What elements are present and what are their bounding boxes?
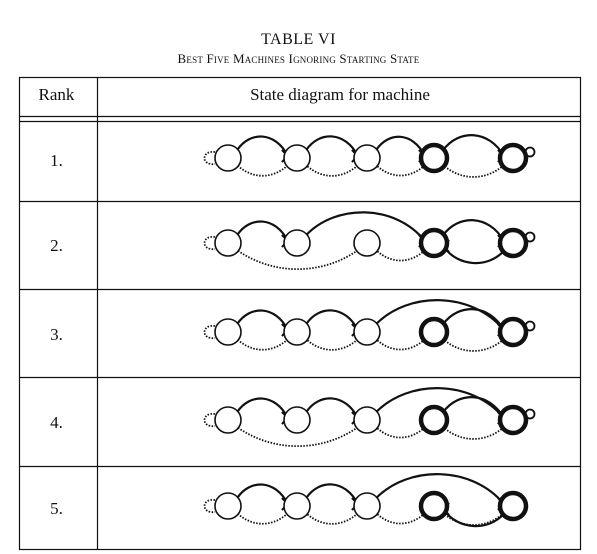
transition-arc-dotted — [375, 164, 426, 177]
transition-arc-dotted — [442, 164, 505, 178]
transition-arc-solid — [305, 309, 359, 331]
state-node — [353, 492, 381, 520]
self-loop-dotted — [203, 325, 216, 339]
transition-arc-solid — [236, 135, 289, 157]
transition-arc-solid — [236, 483, 289, 505]
rank-cell-4: 4. — [50, 413, 63, 432]
state-node — [353, 318, 381, 346]
header-rank: Rank — [38, 85, 75, 104]
table-number: TABLE VI — [261, 31, 336, 48]
rank-cell-3: 3. — [50, 325, 63, 344]
transition-arc-dotted — [375, 338, 426, 351]
self-loop-dotted — [203, 499, 216, 513]
transition-arc-solid — [305, 135, 359, 157]
rank-cell-5: 5. — [50, 499, 63, 518]
accepting-state — [497, 227, 529, 259]
transition-arc-dotted — [442, 338, 505, 352]
self-loop-dotted — [203, 151, 216, 165]
accepting-state — [418, 227, 450, 259]
transition-arc-dotted — [442, 426, 505, 440]
transition-arc-dotted — [305, 512, 359, 525]
transition-arc-dotted — [305, 338, 359, 351]
table-title: Best Five Machines Ignoring Starting Sta… — [177, 51, 420, 66]
transition-arc-solid — [375, 473, 505, 505]
transition-arc-solid — [442, 396, 505, 419]
transition-arc-dotted — [236, 249, 359, 271]
state-node — [214, 492, 242, 520]
rank-cell-1: 1. — [50, 151, 63, 170]
transition-arc-dotted — [236, 512, 289, 525]
transition-arc-solid — [236, 397, 289, 419]
transition-arc-solid — [375, 299, 505, 331]
state-node — [283, 492, 311, 520]
accepting-state — [418, 316, 450, 348]
state-node — [214, 144, 242, 172]
accepting-state — [497, 142, 529, 174]
self-loop-dotted — [203, 413, 216, 427]
state-node — [214, 318, 242, 346]
transition-arc-solid — [442, 508, 505, 528]
accepting-state — [418, 490, 450, 522]
transition-arc-solid — [442, 134, 505, 157]
accepting-state — [497, 490, 529, 522]
transition-arc-dotted — [375, 426, 426, 439]
state-node — [283, 144, 311, 172]
transition-arc-dotted — [305, 164, 359, 177]
header-state-diagram: State diagram for machine — [250, 85, 430, 104]
accepting-state — [497, 404, 529, 436]
transition-arc-solid — [305, 397, 359, 419]
accepting-state — [497, 316, 529, 348]
state-node — [353, 229, 381, 257]
transition-arc-solid — [305, 211, 426, 242]
accepting-state — [418, 142, 450, 174]
state-node — [283, 406, 311, 434]
accepting-state — [418, 404, 450, 436]
state-node — [214, 229, 242, 257]
rank-cell-2: 2. — [50, 236, 63, 255]
transition-arc-dotted — [375, 512, 426, 525]
transition-arc-solid — [442, 308, 505, 331]
state-node — [353, 144, 381, 172]
state-node — [353, 406, 381, 434]
transition-arc-solid — [305, 483, 359, 505]
transition-arc-solid — [236, 220, 289, 242]
transition-arc-solid — [375, 387, 505, 419]
transition-arc-dotted — [375, 249, 426, 262]
transition-arc-solid — [236, 309, 289, 331]
state-node — [283, 229, 311, 257]
transition-arc-dotted — [236, 164, 289, 177]
transition-arc-dotted — [236, 426, 359, 448]
self-loop-dotted — [203, 236, 216, 250]
transition-arc-dotted — [236, 338, 289, 351]
state-node — [283, 318, 311, 346]
transition-arc-dotted — [442, 512, 505, 526]
transition-arc-solid — [442, 219, 505, 242]
state-node — [214, 406, 242, 434]
